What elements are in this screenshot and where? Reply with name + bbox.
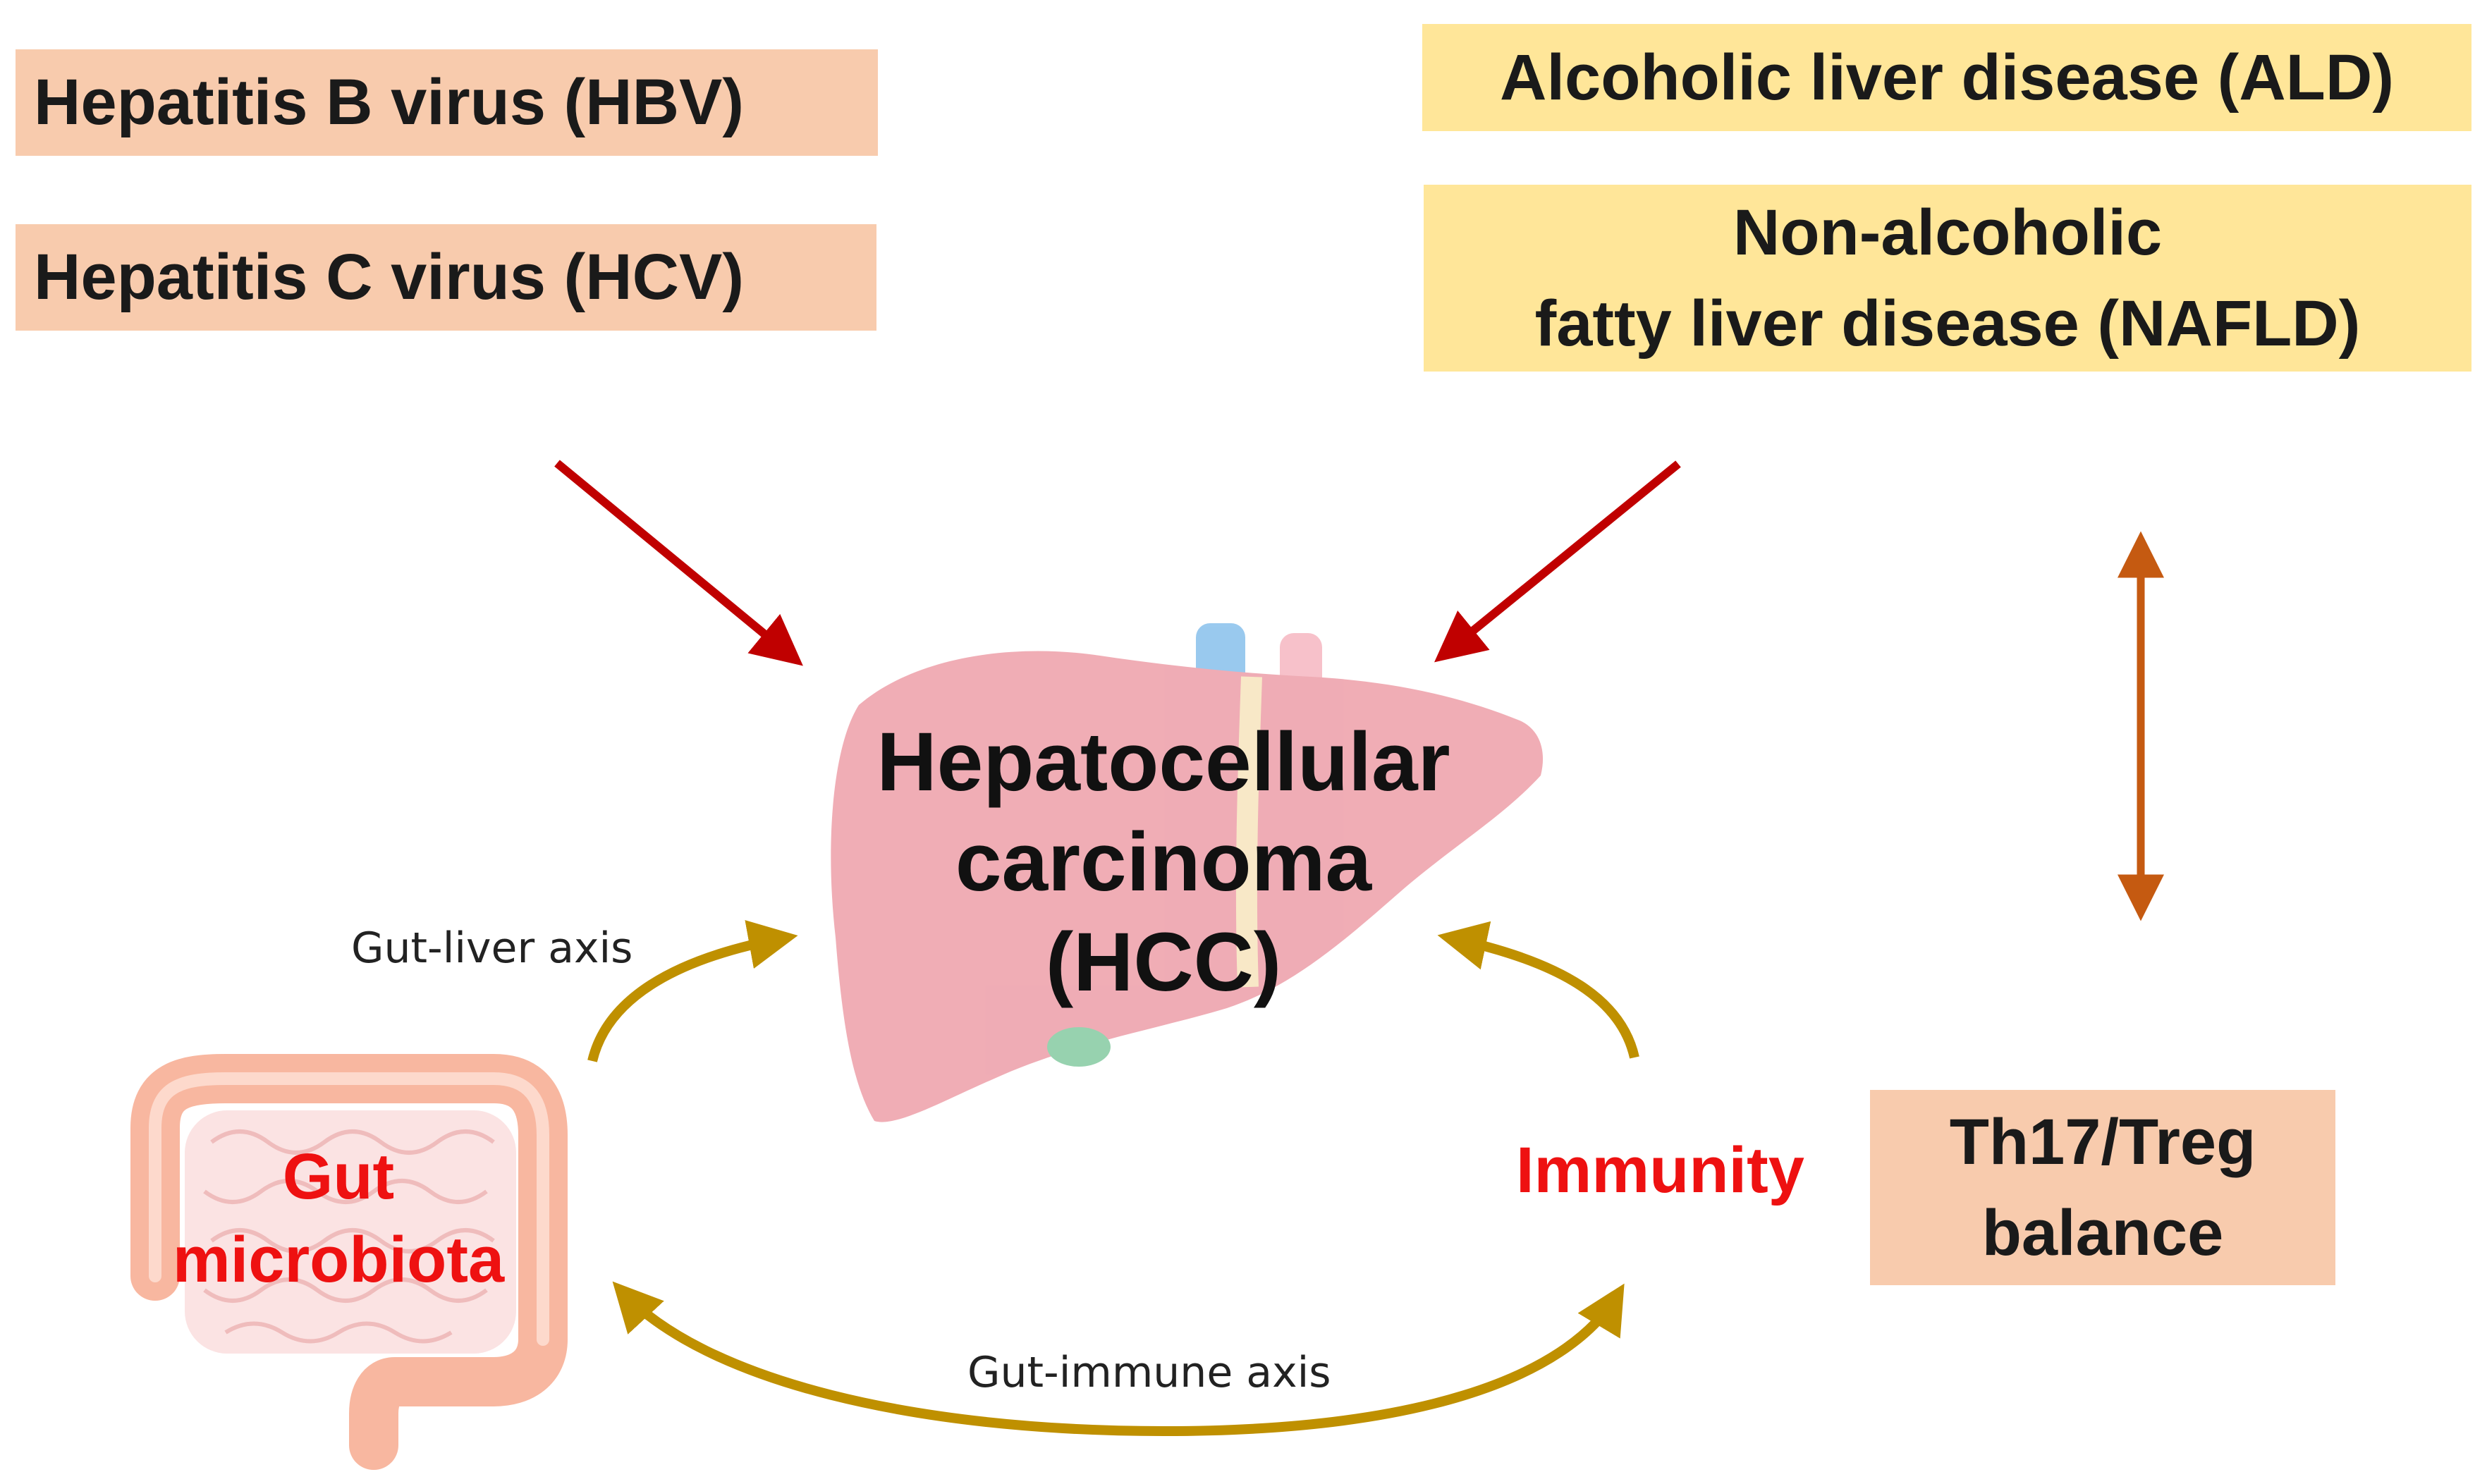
hcc-title-line1: Hepatocellular bbox=[876, 716, 1450, 809]
hbv-box: Hepatitis B virus (HBV) bbox=[16, 49, 878, 156]
gut-liver-axis-arrow bbox=[587, 920, 798, 1062]
nafld-label-line1: Non-alcoholic bbox=[1733, 196, 2163, 269]
hcc-title-line2: carcinoma bbox=[955, 816, 1372, 909]
hbv-hcv-to-hcc-arrow bbox=[554, 460, 803, 666]
th17-label-line1: Th17/Treg bbox=[1949, 1105, 2256, 1178]
hcc-title: Hepatocellular carcinoma (HCC) bbox=[811, 712, 1516, 1012]
liver-body bbox=[831, 651, 1544, 1122]
nafld-label-line2: fatty liver disease (NAFLD) bbox=[1534, 287, 2361, 360]
small-intestine-loops bbox=[203, 1129, 495, 1344]
th17-treg-box: Th17/Treg balance bbox=[1870, 1090, 2335, 1285]
gut-immune-axis-arrow bbox=[612, 1281, 1625, 1437]
immunity-to-hcc-arrow bbox=[1437, 921, 1639, 1059]
gut-immune-axis-label: Gut-immune axis bbox=[967, 1348, 1331, 1397]
gallbladder bbox=[1047, 1027, 1111, 1067]
th17-label-line2: balance bbox=[1981, 1196, 2224, 1269]
large-intestine-inner bbox=[149, 1072, 549, 1346]
liver-icon bbox=[831, 623, 1544, 1122]
gut-liver-axis-label: Gut-liver axis bbox=[351, 924, 633, 973]
gut-label-line2: microbiota bbox=[172, 1224, 505, 1296]
gut-microbiota-label: Gut microbiota bbox=[141, 1135, 536, 1301]
intestine-icon bbox=[130, 1054, 568, 1470]
ald-label: Alcoholic liver disease (ALD) bbox=[1500, 41, 2394, 114]
ald-box: Alcoholic liver disease (ALD) bbox=[1422, 24, 2471, 131]
gut-label-line1: Gut bbox=[282, 1141, 395, 1213]
immunity-label: Immunity bbox=[1516, 1134, 1804, 1206]
ald-nafld-to-hcc-arrow bbox=[1434, 460, 1681, 663]
hcv-label: Hepatitis C virus (HCV) bbox=[34, 241, 745, 314]
hcv-box: Hepatitis C virus (HCV) bbox=[16, 224, 876, 331]
hbv-label: Hepatitis B virus (HBV) bbox=[34, 66, 745, 139]
liver-ligament bbox=[1235, 676, 1262, 988]
nafld-box: Non-alcoholic fatty liver disease (NAFLD… bbox=[1424, 185, 2471, 372]
hcc-title-line3: (HCC) bbox=[1045, 916, 1282, 1009]
